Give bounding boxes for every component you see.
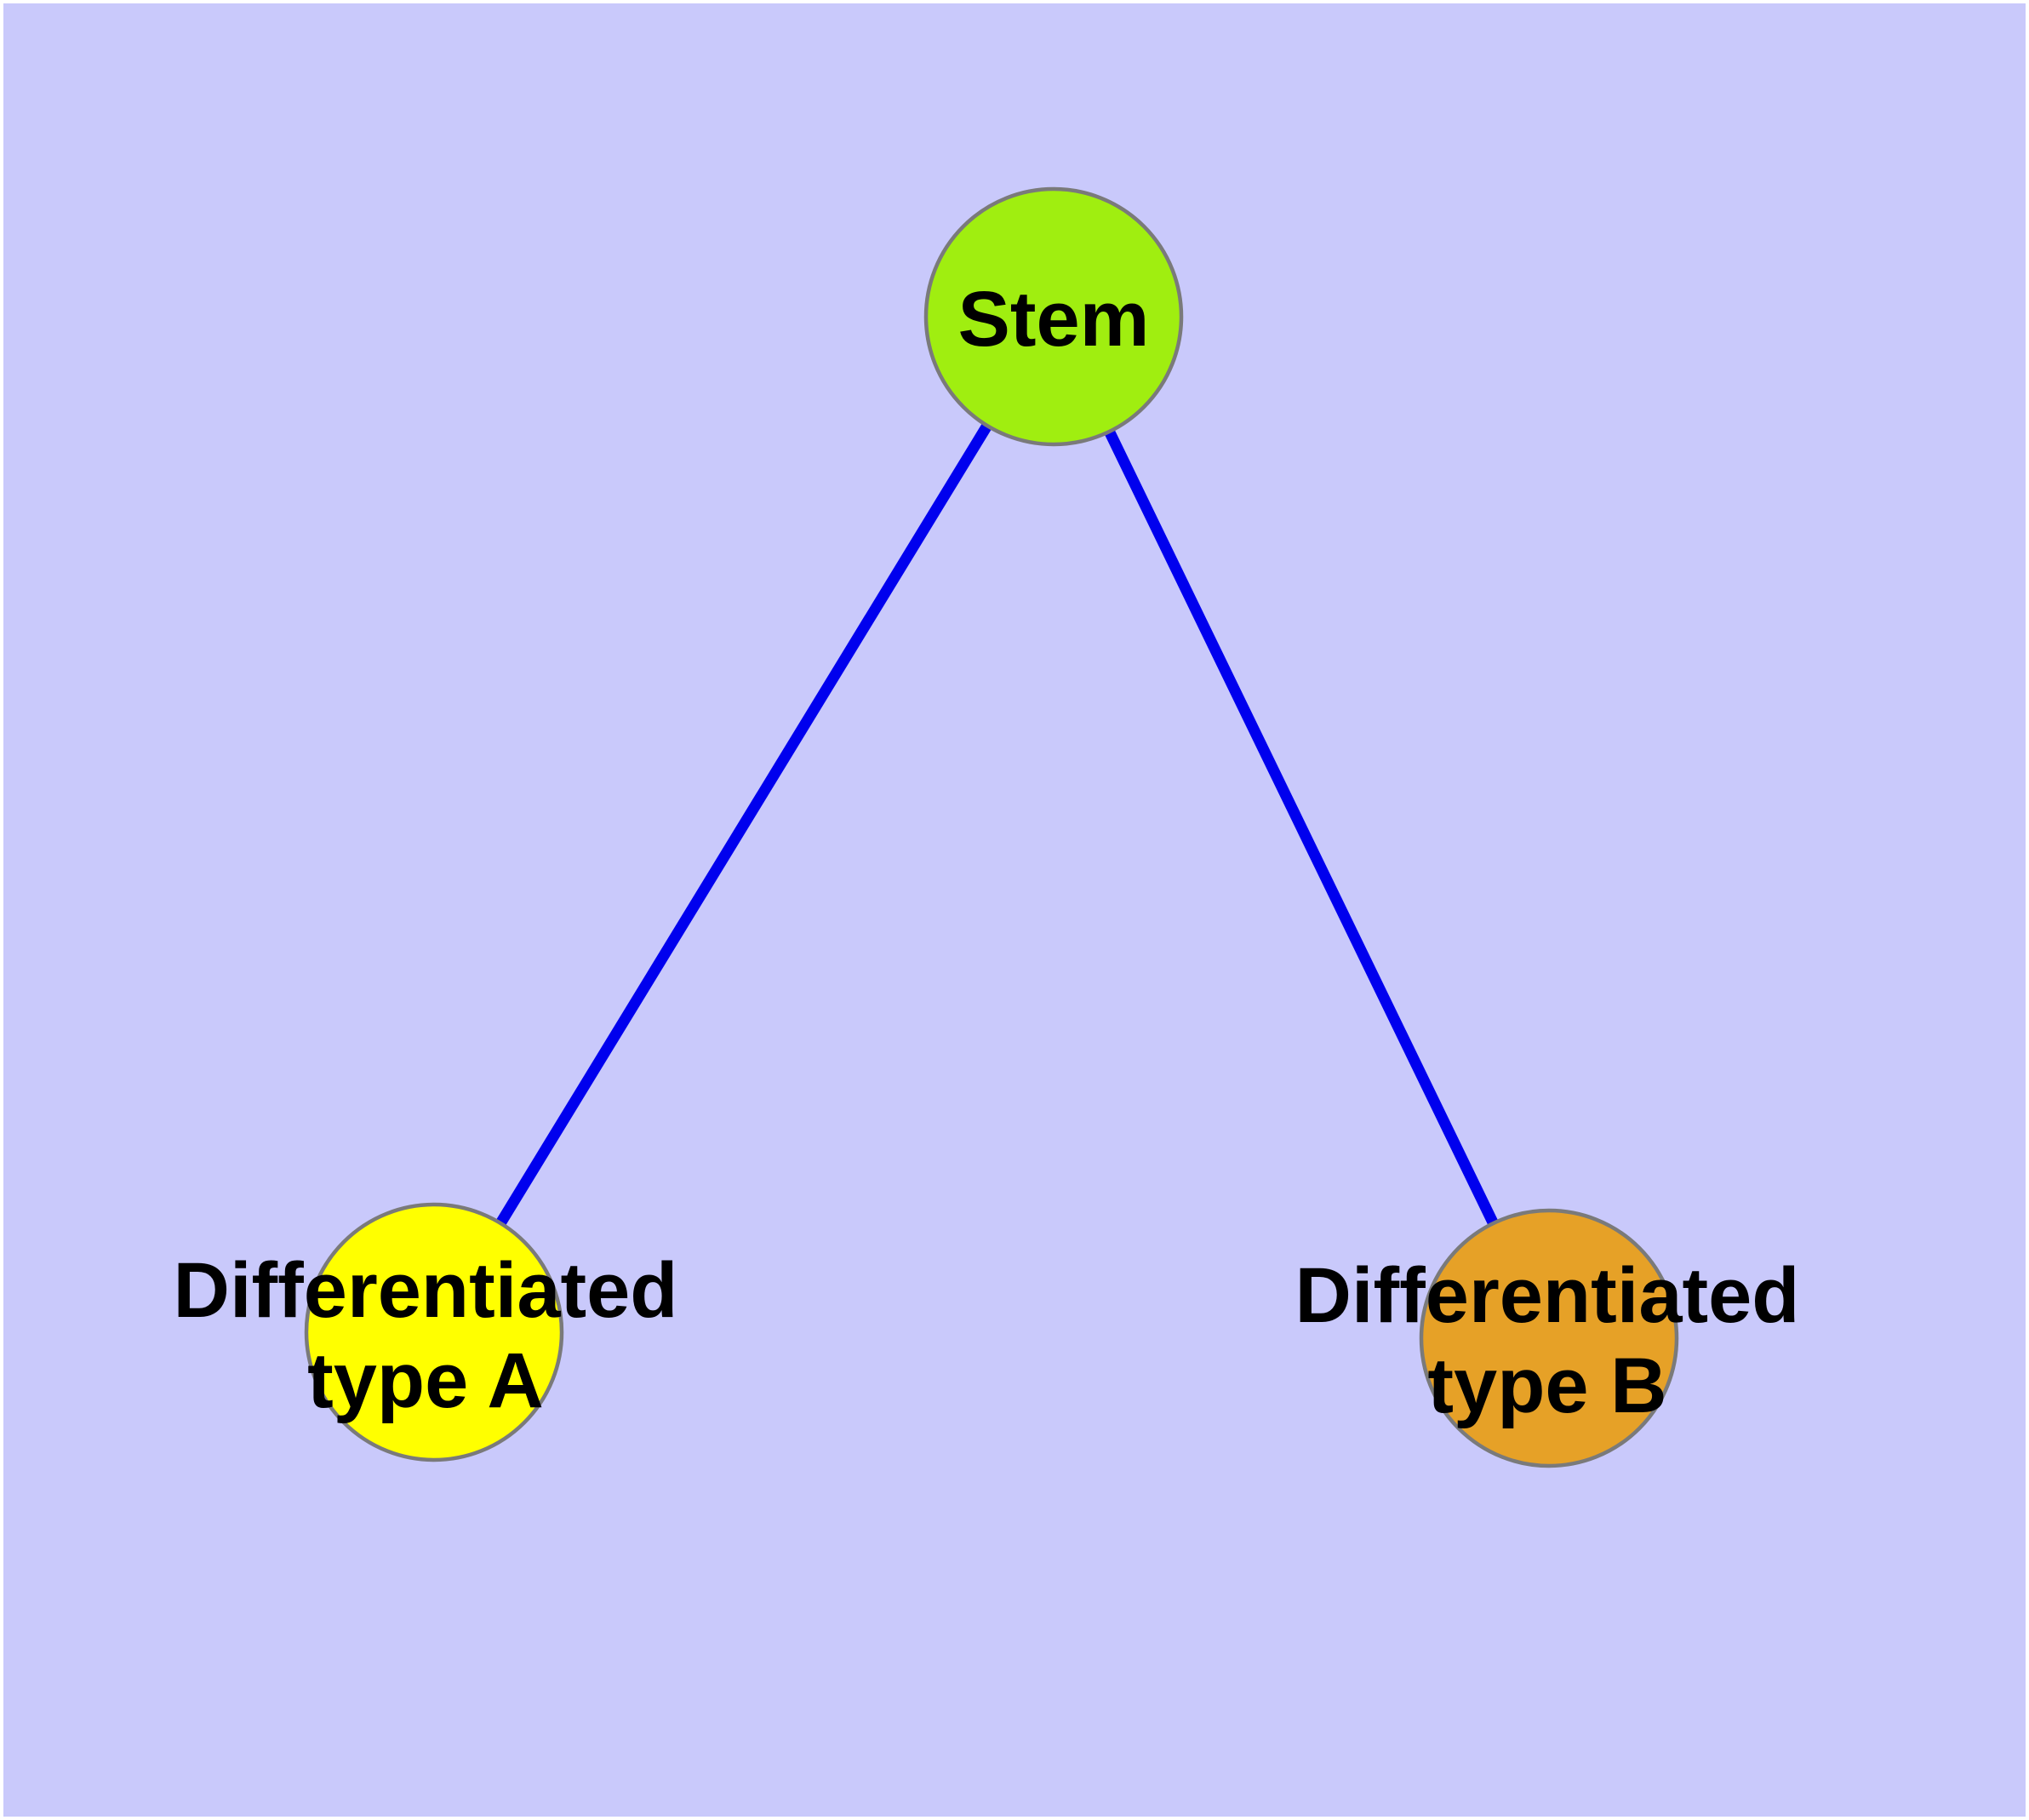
- type-b-label-line-1: Differentiated: [1295, 1252, 1800, 1340]
- differentiated-type-a-node-label: Differentiated type A: [174, 1246, 678, 1427]
- edge-stem-to-type-b: [1049, 314, 1554, 1341]
- type-a-label-line-1: Differentiated: [173, 1247, 678, 1335]
- edge-stem-to-type-a: [429, 313, 1059, 1336]
- type-a-label-line-2: type A: [307, 1337, 544, 1424]
- stem-node-circle: [923, 186, 1184, 447]
- type-b-label-line-2: type B: [1427, 1342, 1667, 1429]
- stem-node-label-text: Stem: [957, 276, 1150, 363]
- differentiated-type-b-node-circle: [1419, 1208, 1679, 1468]
- differentiated-type-a-node-circle: [304, 1202, 564, 1462]
- differentiated-type-b-node-label: Differentiated type B: [1295, 1251, 1800, 1432]
- stem-node-label: Stem: [958, 275, 1150, 365]
